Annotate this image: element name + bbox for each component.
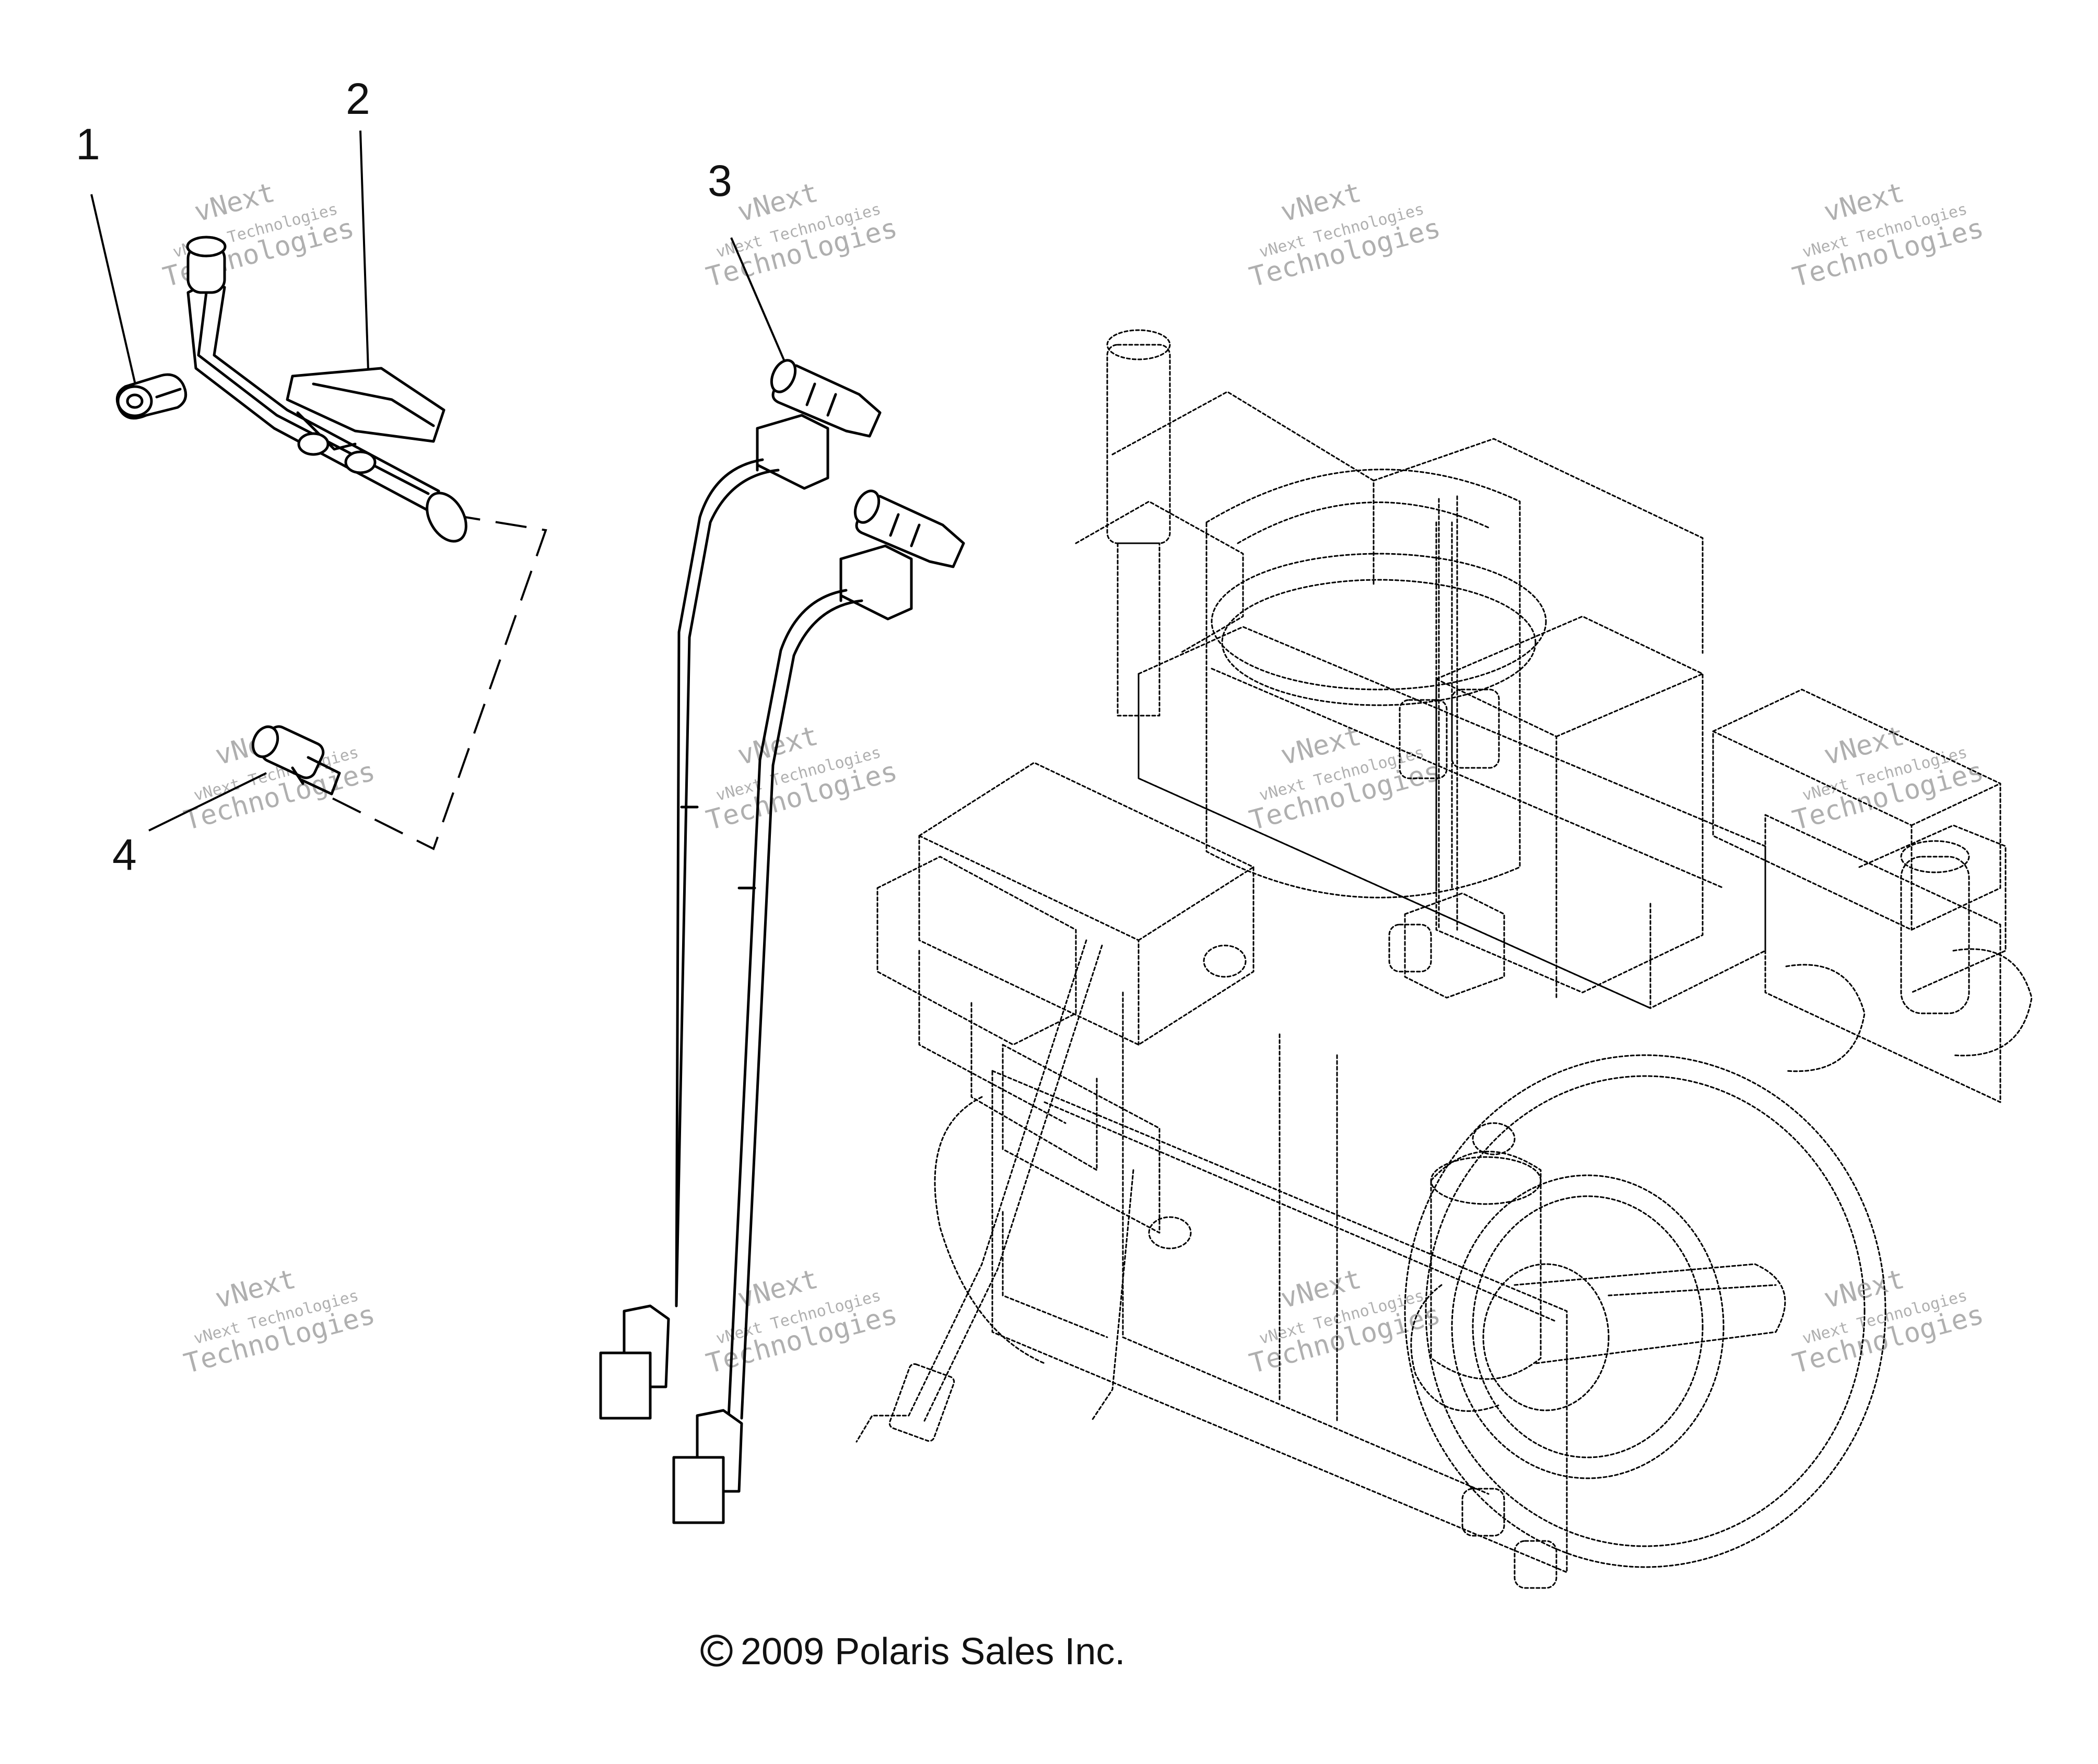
copyright-block: 2009 Polaris Sales Inc. xyxy=(700,1631,1125,1673)
part-4-fitting xyxy=(251,725,341,796)
part-1-bolt xyxy=(115,373,187,420)
part-3-injector-upper xyxy=(599,359,882,1420)
callout-numbers: 1 2 3 4 xyxy=(76,74,732,879)
part-2-fuel-rail xyxy=(186,236,467,543)
callout-4: 4 xyxy=(112,830,137,879)
leader-2 xyxy=(359,130,369,371)
callout-3: 3 xyxy=(708,156,732,205)
callout-1: 1 xyxy=(76,120,100,169)
assembly-bracket xyxy=(323,513,547,850)
leader-4 xyxy=(148,772,267,832)
callout-2: 2 xyxy=(346,74,370,123)
leader-3 xyxy=(730,237,790,371)
leader-1 xyxy=(90,194,137,387)
part-3-injector-lower xyxy=(672,489,965,1524)
copyright-text: 2009 Polaris Sales Inc. xyxy=(741,1631,1125,1673)
engine-reference xyxy=(855,329,2033,1589)
copyright-symbol-c xyxy=(707,1641,724,1661)
copyright-symbol-icon xyxy=(700,1634,733,1667)
callout-leaders xyxy=(90,130,790,850)
